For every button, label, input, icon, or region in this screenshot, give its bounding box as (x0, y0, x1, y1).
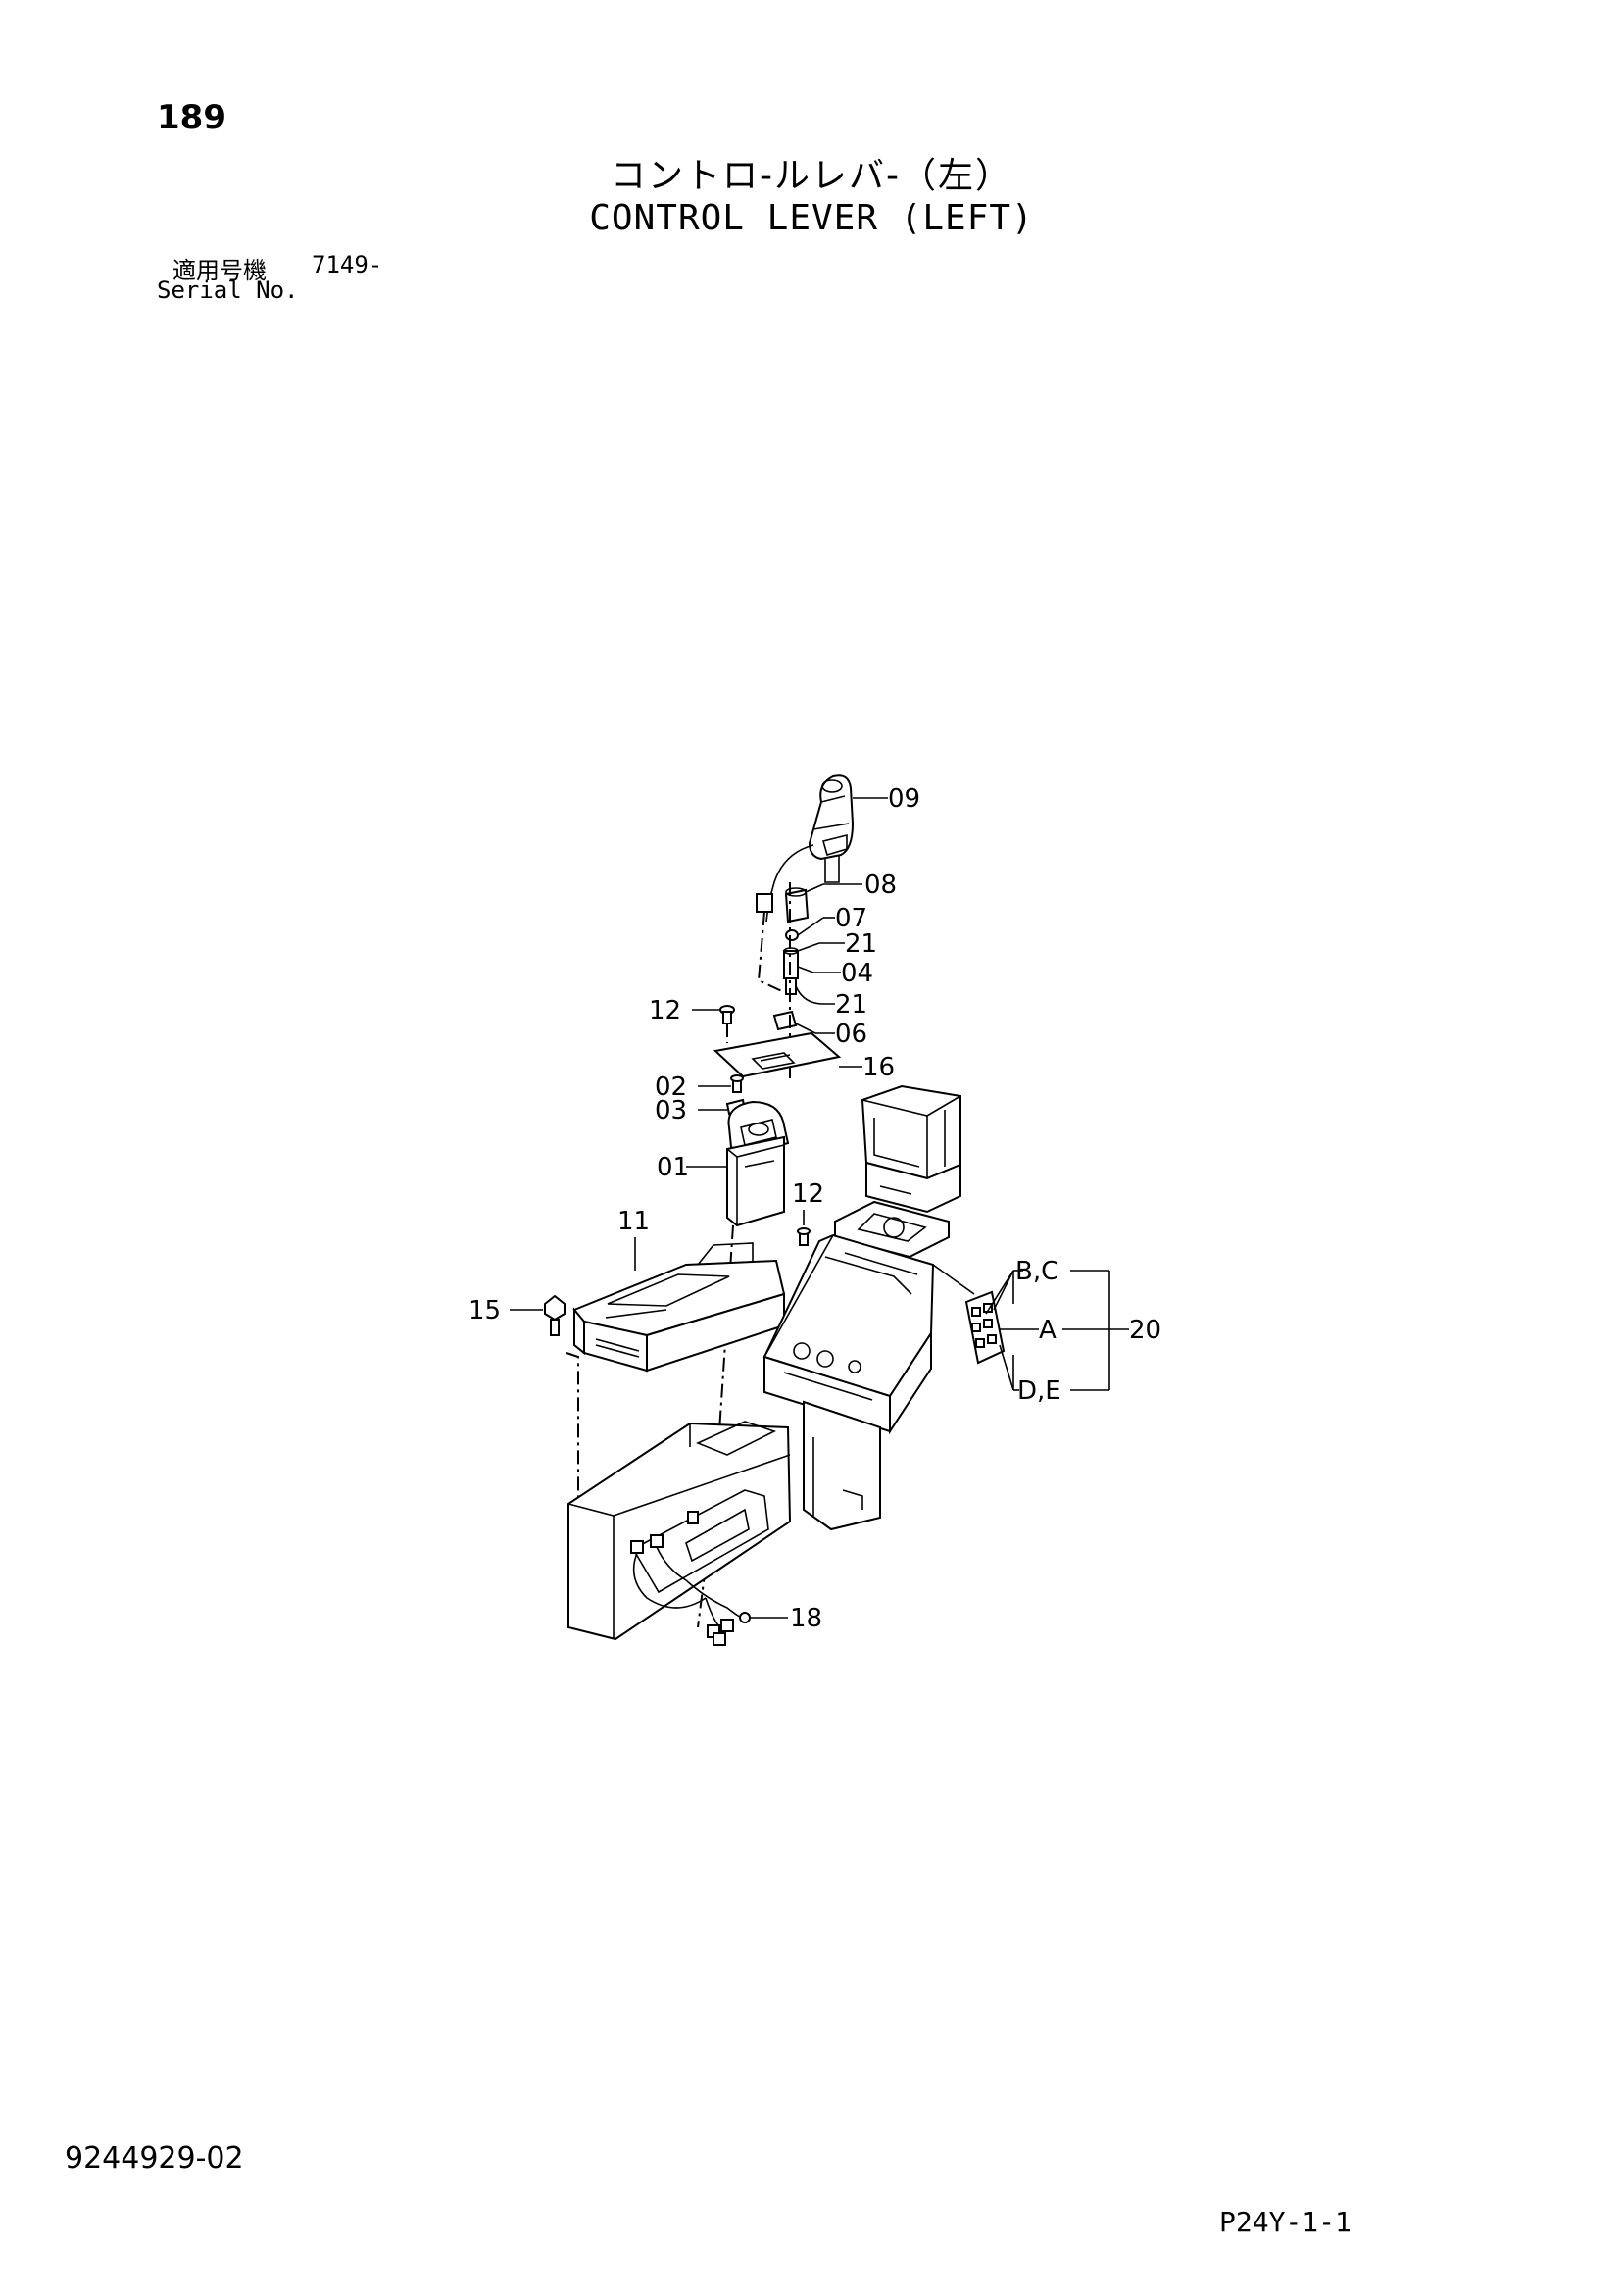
callout-d-e: D,E (1017, 1376, 1061, 1406)
lever-grip-part (756, 774, 855, 993)
callout-08: 08 (864, 871, 897, 900)
callout-01: 01 (657, 1153, 689, 1182)
callout-21-lower: 21 (835, 990, 867, 1020)
callout-02: 02 (655, 1073, 687, 1102)
serial-label-japanese: 適用号機 (172, 257, 267, 284)
callout-18: 18 (790, 1604, 822, 1633)
screw-lower-part (797, 1227, 811, 1246)
callout-12-lower: 12 (792, 1179, 824, 1209)
switch-panel-part (932, 1264, 1006, 1365)
title-english: CONTROL LEVER (LEFT) (589, 198, 1034, 238)
callout-03: 03 (655, 1096, 687, 1125)
page-code: P24Y-1-1 (1219, 2206, 1352, 2238)
callout-07: 07 (835, 904, 867, 933)
console-base-part (567, 1421, 792, 1641)
callout-09: 09 (888, 784, 920, 814)
callout-21-upper: 21 (845, 929, 877, 959)
callout-12-upper: 12 (649, 996, 681, 1025)
page-number: 189 (157, 98, 226, 137)
wire-harness-part (685, 1579, 751, 1646)
callout-11: 11 (617, 1207, 650, 1236)
document-number: 9244929-02 (65, 2141, 244, 2175)
callout-20: 20 (1129, 1316, 1161, 1345)
screw-upper-part (719, 1005, 735, 1043)
console-cover-part (572, 1242, 786, 1373)
cab-console-frame (762, 1084, 961, 1531)
serial-value: 7149- (312, 251, 383, 278)
callout-15: 15 (468, 1296, 501, 1325)
callout-16: 16 (862, 1053, 895, 1082)
callout-04: 04 (841, 959, 873, 988)
cover-plate-part (713, 1031, 842, 1078)
title-japanese: コントロ-ルレバ-（左） (611, 156, 1012, 196)
callout-06: 06 (835, 1020, 867, 1049)
callout-a: A (1039, 1316, 1057, 1345)
serial-label-english: Serial No. (157, 276, 299, 304)
callout-b-c: B,C (1015, 1257, 1058, 1286)
